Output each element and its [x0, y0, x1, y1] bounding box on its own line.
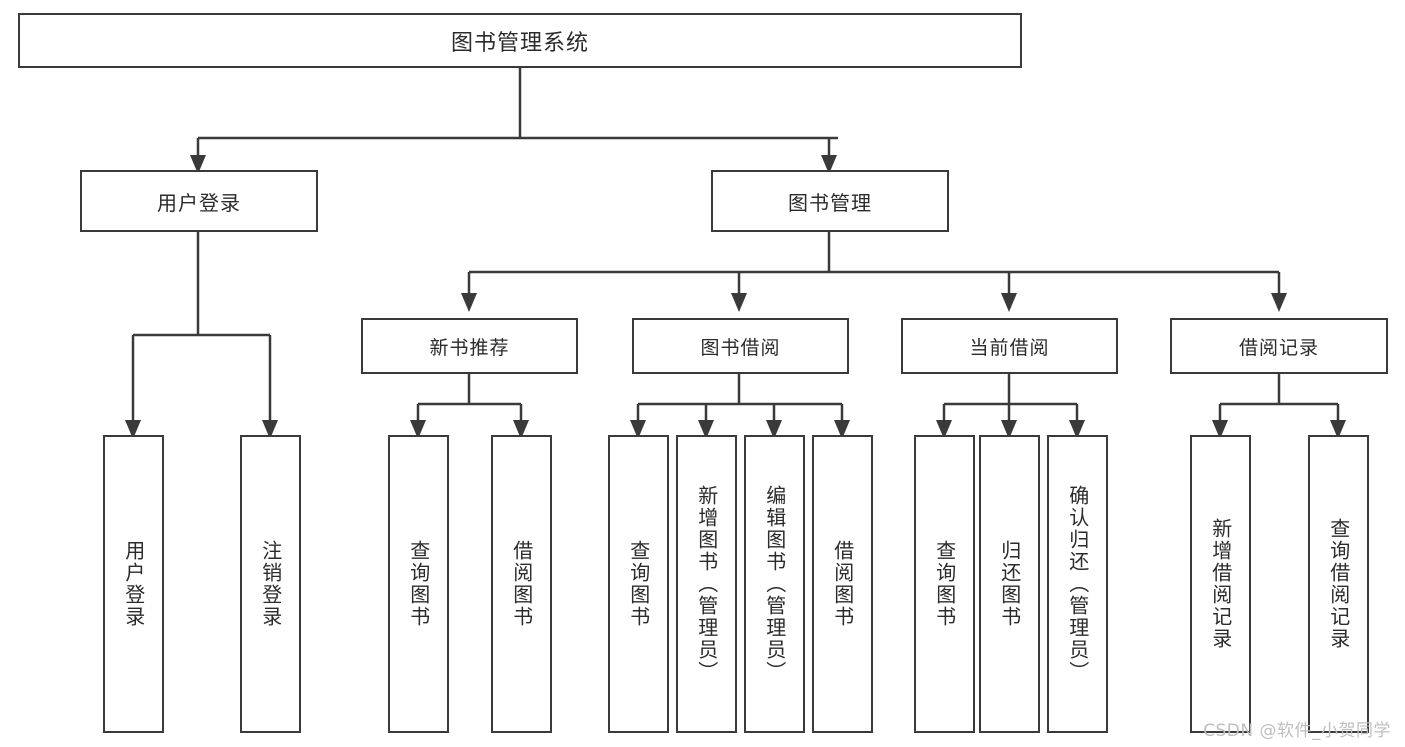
leaf-user-login-signout[interactable]: 注销登录 — [240, 435, 301, 733]
node-new-book-recommend-label: 新书推荐 — [429, 336, 510, 359]
node-new-book-recommend[interactable]: 新书推荐 — [361, 318, 578, 374]
leaf-label: 编辑图书（管理员） — [762, 485, 787, 683]
leaf-newbook-borrow-books[interactable]: 借阅图书 — [491, 435, 552, 733]
leaf-label: 新增图书（管理员） — [694, 485, 719, 683]
node-book-borrow-label: 图书借阅 — [700, 336, 781, 359]
leaf-label: 注销登录 — [258, 540, 283, 628]
node-root-label: 图书管理系统 — [450, 30, 589, 56]
leaf-current-confirm-return-admin[interactable]: 确认归还（管理员） — [1047, 435, 1108, 733]
leaf-current-return-books[interactable]: 归还图书 — [979, 435, 1040, 733]
node-current-borrow-label: 当前借阅 — [969, 336, 1050, 359]
leaf-label: 查询图书 — [626, 540, 651, 628]
leaf-borrow-add-book-admin[interactable]: 新增图书（管理员） — [676, 435, 737, 733]
leaf-label: 新增借阅记录 — [1208, 518, 1233, 650]
leaf-records-query-record[interactable]: 查询借阅记录 — [1308, 435, 1369, 733]
leaf-label: 查询图书 — [406, 540, 431, 628]
leaf-borrow-borrow-books[interactable]: 借阅图书 — [812, 435, 873, 733]
leaf-newbook-query-books[interactable]: 查询图书 — [388, 435, 449, 733]
leaf-current-query-books[interactable]: 查询图书 — [914, 435, 975, 733]
node-borrow-records-label: 借阅记录 — [1238, 336, 1319, 359]
leaf-borrow-edit-book-admin[interactable]: 编辑图书（管理员） — [744, 435, 805, 733]
leaf-label: 查询图书 — [932, 540, 957, 628]
leaf-label: 确认归还（管理员） — [1065, 485, 1090, 683]
node-borrow-records[interactable]: 借阅记录 — [1170, 318, 1388, 374]
leaf-label: 用户登录 — [121, 540, 146, 628]
leaf-label: 查询借阅记录 — [1326, 518, 1351, 650]
node-user-login[interactable]: 用户登录 — [80, 170, 318, 232]
leaf-label: 借阅图书 — [509, 540, 534, 628]
leaf-borrow-query-books[interactable]: 查询图书 — [608, 435, 669, 733]
csdn-watermark: CSDN @软件_小贺同学 — [1203, 721, 1391, 741]
leaf-user-login-signin[interactable]: 用户登录 — [103, 435, 164, 733]
node-book-management-label: 图书管理 — [788, 190, 872, 215]
node-book-management[interactable]: 图书管理 — [711, 170, 949, 232]
node-book-borrow[interactable]: 图书借阅 — [632, 318, 849, 374]
node-user-login-label: 用户登录 — [157, 190, 241, 215]
leaf-records-add-record[interactable]: 新增借阅记录 — [1190, 435, 1251, 733]
leaf-label: 借阅图书 — [830, 540, 855, 628]
node-current-borrow[interactable]: 当前借阅 — [901, 318, 1118, 374]
leaf-label: 归还图书 — [997, 540, 1022, 628]
node-root[interactable]: 图书管理系统 — [18, 13, 1022, 68]
